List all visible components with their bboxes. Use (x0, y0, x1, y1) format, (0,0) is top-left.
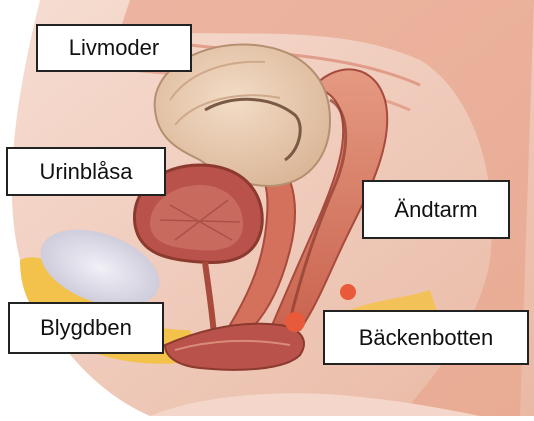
label-urinblasa: Urinblåsa (6, 147, 166, 196)
label-blygdben: Blygdben (8, 302, 164, 354)
label-livmoder: Livmoder (36, 24, 192, 72)
label-andtarm: Ändtarm (362, 180, 510, 239)
label-backenbotten: Bäckenbotten (323, 310, 529, 365)
